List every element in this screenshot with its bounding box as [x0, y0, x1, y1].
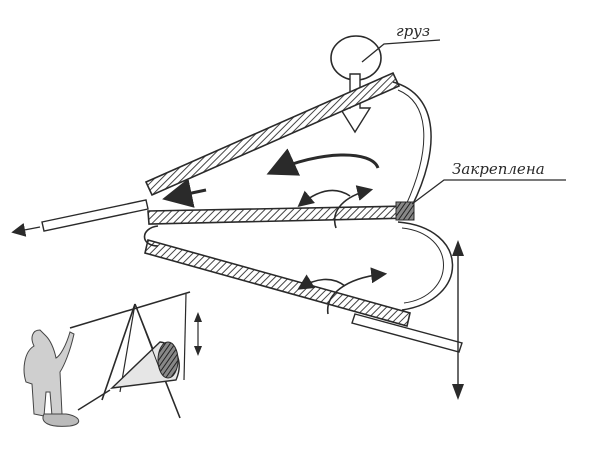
- inset-sketch: [23, 291, 202, 427]
- upper-spring: [392, 81, 432, 207]
- upper-arm: [144, 71, 401, 197]
- middle-arm: [147, 205, 414, 225]
- inset-leg-1: [101, 303, 136, 401]
- load-label: груз: [396, 22, 430, 40]
- load-pointer-line: [361, 39, 441, 63]
- inset-travel-arrow-bottom: [194, 346, 202, 356]
- inset-top-beam: [69, 291, 191, 329]
- inset-post: [183, 293, 187, 381]
- lower-spring-inner: [401, 227, 444, 304]
- left-rod: [41, 199, 149, 232]
- upper-spring-inner: [397, 89, 425, 206]
- inset-rope-2: [134, 303, 161, 371]
- vertical-travel-arrow-bottom: [452, 384, 464, 400]
- rotation-arrow-mid-b: [333, 185, 374, 229]
- rotation-arrow-low-a: [297, 274, 346, 290]
- hinge-loop: [143, 225, 159, 247]
- inset-cone-base: [157, 341, 179, 379]
- lower-arm: [144, 239, 411, 327]
- right-rod: [351, 313, 463, 353]
- rotation-arrow-mid-a: [297, 189, 351, 208]
- vertical-travel-arrow-top: [452, 240, 464, 256]
- rotation-arrow-upper: [266, 148, 380, 176]
- rotation-arrow-low-b: [326, 267, 388, 315]
- rod-push-arrow: [162, 178, 207, 208]
- person-base: [42, 413, 80, 427]
- fixed-pointer-line: [411, 179, 566, 205]
- left-rod-arrow: [11, 223, 41, 237]
- inset-rope-1: [77, 389, 111, 411]
- middle-arm-clamp: [395, 201, 415, 221]
- fixed-label: Закреплена: [452, 160, 545, 178]
- person-figure: [23, 329, 75, 417]
- inset-travel-arrow-top: [194, 312, 202, 322]
- lower-spring: [397, 221, 454, 311]
